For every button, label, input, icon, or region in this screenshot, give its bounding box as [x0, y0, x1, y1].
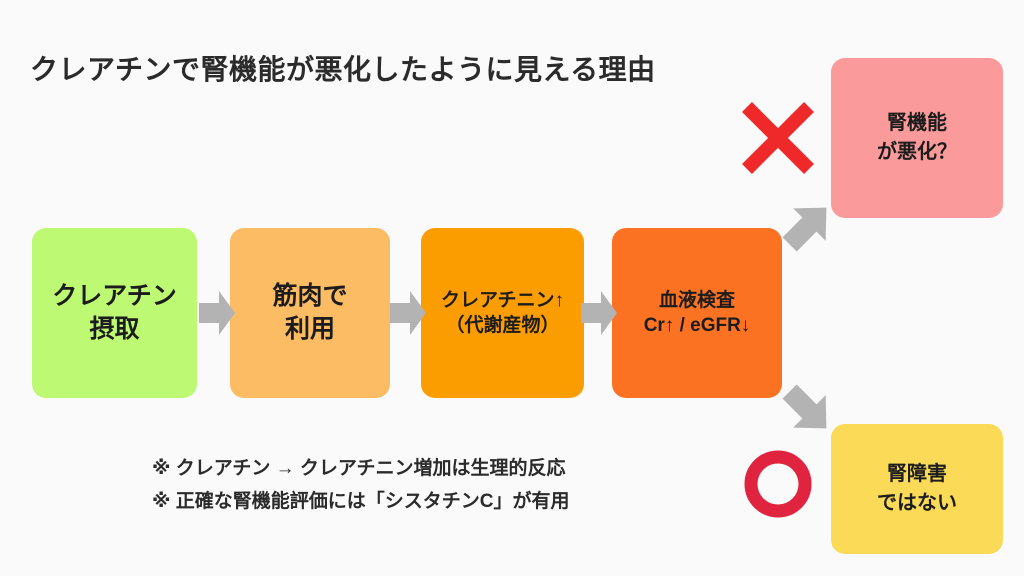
footnote-line-1: ※ クレアチン → クレアチニン増加は生理的反応	[152, 458, 566, 479]
result-bad-line1: 腎機能	[887, 112, 947, 134]
result-box-kidney-worsened: 腎機能 が悪化？	[831, 58, 1003, 218]
result-good-line1: 腎障害	[887, 463, 947, 485]
flow-step-4-line2: Cr↑ / eGFR↓	[643, 315, 751, 336]
flow-step-3-line2: （代謝産物）	[445, 315, 560, 336]
circle-mark-icon	[744, 450, 812, 518]
arrow-right-icon	[581, 291, 617, 335]
result-bad-line2: が悪化？	[877, 141, 957, 163]
arrow-right-icon	[390, 291, 426, 335]
arrow-up-right-icon	[782, 207, 827, 252]
flow-step-muscle-use: 筋肉で 利用	[230, 228, 390, 398]
result-box-not-kidney-damage: 腎障害 ではない	[831, 424, 1003, 554]
flow-step-1-line2: 摂取	[89, 315, 140, 343]
page-title: クレアチンで腎機能が悪化したように見える理由	[30, 54, 656, 85]
arrow-right-icon	[199, 291, 235, 335]
cross-mark-icon	[742, 102, 814, 174]
flow-step-4-line1: 血液検査	[658, 289, 735, 311]
footnote-line-2: ※ 正確な腎機能評価には「シスタチンC」が有用	[152, 491, 570, 513]
flow-step-1-line1: クレアチン	[52, 282, 177, 310]
footnotes: ※ クレアチン → クレアチニン増加は生理的反応 ※ 正確な腎機能評価には「シス…	[152, 452, 569, 519]
arrow-down-right-icon	[782, 384, 827, 429]
flow-step-creatine-intake: クレアチン 摂取	[32, 228, 197, 398]
flow-step-blood-test: 血液検査 Cr↑ / eGFR↓	[612, 228, 782, 398]
flow-step-creatinine-up: クレアチニン↑ （代謝産物）	[421, 228, 584, 398]
flow-step-3-line1: クレアチニン↑	[440, 289, 565, 311]
flow-step-2-line1: 筋肉で	[272, 282, 348, 310]
result-good-line2: ではない	[877, 492, 957, 514]
flow-step-2-line2: 利用	[284, 315, 335, 343]
